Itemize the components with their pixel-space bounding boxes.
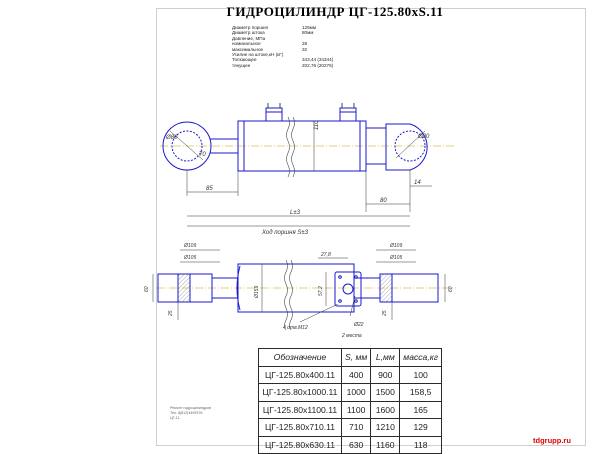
spec-row: максимальное 32 (232, 47, 372, 52)
spec-value: 28 (302, 41, 308, 47)
cell-length: 1500 (370, 383, 401, 402)
dim-gauge-dia: Ø159 (254, 286, 260, 299)
spec-label: Диаметр поршня (232, 25, 269, 30)
cell-designation: ЦГ-125.80х630.11 (258, 435, 342, 454)
spec-row: Толкающее 343,44 (34344) (232, 57, 372, 62)
dim-length: L±3 (290, 210, 301, 216)
dim-flange-inner-right: Ø105 (389, 255, 402, 261)
top-dimensions (169, 121, 432, 227)
table-row: ЦГ-125.80х400.11 400 900 100 (258, 365, 443, 384)
spec-value: 343,44 (34344) (302, 57, 334, 63)
col-length: L,мм (370, 348, 401, 367)
spec-label: Давление, МПа (232, 35, 266, 41)
spec-label: Усилие на штоке,кН (кГ) (232, 51, 284, 57)
spec-value: 202,76 (20276) (302, 62, 334, 68)
notes-block: Ремонт гидроцилиндров Тел. 8(812)4499376… (170, 406, 211, 421)
table-row: ЦГ-125.80х1000.11 1000 1500 158,5 (258, 383, 443, 402)
cell-length: 900 (370, 365, 401, 384)
spec-label: номинальное (232, 41, 261, 47)
website-link[interactable]: tdgrupp.ru (533, 436, 571, 445)
cell-mass: 165 (399, 400, 443, 419)
spec-label: Диаметр штока (232, 30, 265, 36)
spec-row: тянущее 202,76 (20276) (232, 63, 372, 68)
cell-designation: ЦГ-125.80х400.11 (258, 365, 342, 384)
cell-mass: 129 (399, 418, 443, 437)
dim-slot-left: 25 (168, 310, 174, 317)
col-stroke: S, мм (340, 348, 372, 367)
spec-row: номинальное 28 (232, 41, 372, 46)
dim-overhang-right: 80 (380, 198, 387, 204)
cell-stroke: 630 (340, 435, 372, 454)
spec-label: максимальное (232, 46, 264, 52)
dim-width-left: 60 (144, 286, 150, 292)
port-left (265, 107, 283, 122)
spec-row: Давление, МПа (232, 36, 372, 41)
dim-bore-left: 70 (199, 152, 206, 158)
left-eye-bore (171, 130, 203, 162)
spec-row: Диаметр поршня 125мм (232, 25, 372, 30)
bottom-cylinder-body (237, 263, 355, 313)
cell-stroke: 1000 (340, 383, 372, 402)
table-row: ЦГ-125.80х1100.11 1100 1600 165 (258, 400, 443, 419)
dim-ports-count: 2 места (341, 333, 362, 339)
spec-label: тянущее (232, 62, 251, 68)
spec-row: Усилие на штоке,кН (кГ) (232, 52, 372, 57)
dim-ball-left: Ø80 (165, 135, 178, 141)
dim-ball-right: Ø80 (417, 134, 430, 140)
specs-block: Диаметр поршня 125мм Диаметр штока 80мм Да… (232, 25, 372, 68)
dim-offset-right: 14 (414, 180, 421, 186)
note-line: ЦГ-11 (170, 416, 180, 420)
right-lug-section (379, 273, 393, 303)
right-eye-outline (385, 123, 428, 171)
note-line: Тел. 8(812)4499376 (170, 411, 203, 415)
cell-designation: ЦГ-125.80х1000.11 (258, 383, 342, 402)
spec-value: 32 (302, 46, 308, 52)
bottom-dimensions (152, 249, 446, 323)
drawing-title: ГИДРОЦИЛИНДР ЦГ-125.80хS.11 (226, 4, 444, 19)
dim-body-dia: 110 (314, 120, 320, 130)
dim-bolt-spec: 4 отв.М12 (283, 325, 308, 331)
cell-length: 1160 (370, 435, 401, 454)
dim-overhang-left: 85 (206, 186, 213, 192)
port-flange (334, 271, 362, 307)
cell-designation: ЦГ-125.80х710.11 (258, 418, 342, 437)
cell-length: 1210 (370, 418, 401, 437)
cell-mass: 100 (399, 365, 443, 384)
dim-slot-right: 25 (382, 310, 388, 317)
cell-mass: 158,5 (399, 383, 443, 402)
cell-stroke: 710 (340, 418, 372, 437)
spec-row: Диаметр штока 80мм (232, 30, 372, 35)
cell-stroke: 1100 (340, 400, 372, 419)
variants-table: Обозначение S, мм L,мм масса,кг ЦГ-125.8… (258, 348, 443, 454)
note-line: Ремонт гидроцилиндров (170, 406, 211, 410)
right-eye-bore (394, 130, 426, 162)
col-mass: масса,кг (399, 348, 443, 367)
dim-port-dist: 27,8 (320, 252, 331, 258)
cell-stroke: 400 (340, 365, 372, 384)
spec-label: Толкающее (232, 57, 257, 63)
cell-designation: ЦГ-125.80х1100.11 (258, 400, 342, 419)
dim-flange-left: Ø109 (183, 243, 196, 249)
port-right (339, 107, 357, 122)
spec-value: 80мм (302, 30, 314, 36)
dim-stroke: Ход поршня S±3 (261, 230, 309, 236)
cell-mass: 118 (399, 435, 443, 454)
dim-flange-right: Ø109 (389, 243, 402, 249)
table-row: ЦГ-125.80х710.11 710 1210 129 (258, 418, 443, 437)
spec-value: 125мм (302, 25, 316, 30)
cell-length: 1600 (370, 400, 401, 419)
dim-flange-inner-left: Ø105 (183, 255, 196, 261)
top-view (160, 103, 455, 178)
table-row: ЦГ-125.80х630.11 630 1160 118 (258, 435, 443, 454)
bottom-view (156, 259, 456, 331)
dim-width-right: 60 (448, 286, 454, 292)
col-designation: Обозначение (258, 348, 342, 367)
dim-port-dia: Ø22 (353, 322, 364, 328)
dim-port-height: 57,2 (318, 286, 324, 296)
left-lug-section (177, 273, 191, 303)
table-header-row: Обозначение S, мм L,мм масса,кг (258, 348, 443, 367)
